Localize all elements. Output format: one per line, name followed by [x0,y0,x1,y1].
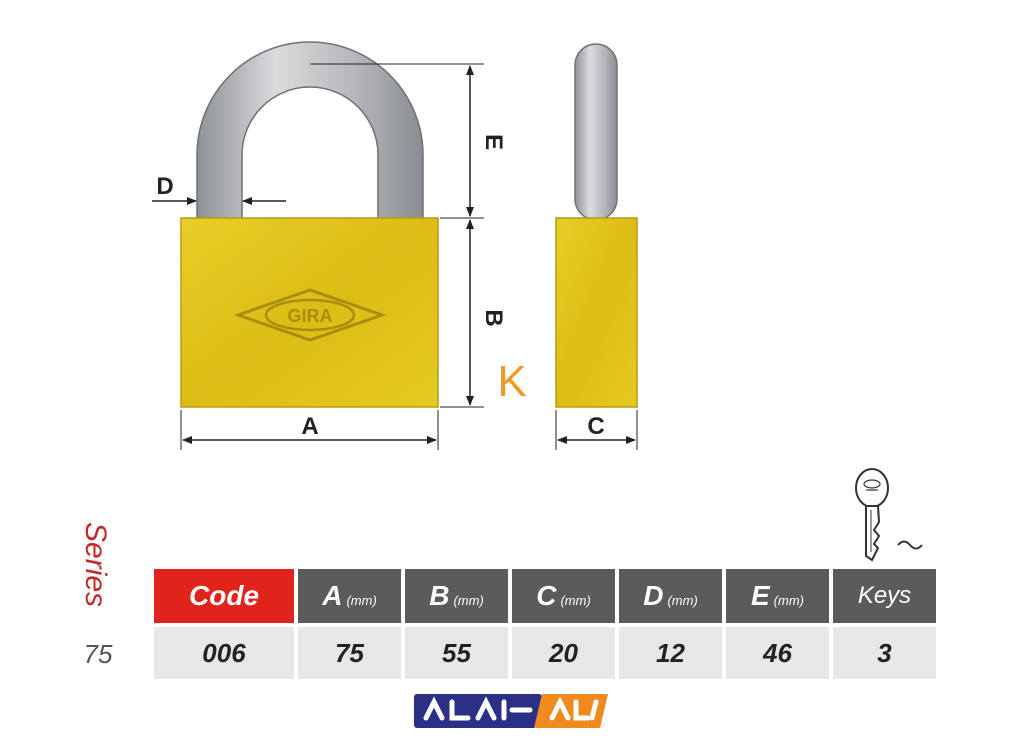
series-label: Series [79,522,112,608]
header-d: D(mm) [619,569,722,623]
cell-code: 006 [154,627,294,679]
header-keys: Keys [833,569,936,623]
header-d-label: D [643,580,664,611]
spec-row: 006 75 55 20 12 46 3 [154,627,936,679]
header-b-label: B [429,580,450,611]
gira-logo: GIRA [233,288,387,342]
label-e: E [480,134,507,150]
series-value: 75 [83,638,113,669]
header-d-unit: (mm) [667,593,698,608]
dimension-c: C [555,410,638,450]
header-b: B(mm) [405,569,508,623]
label-a: A [301,413,318,440]
header-c-unit: (mm) [560,593,591,608]
cell-d: 12 [619,627,722,679]
side-body [555,217,638,408]
spec-table: Code A(mm) B(mm) C(mm) D(mm) E(mm) Keys … [150,565,940,683]
cell-keys: 3 [833,627,936,679]
label-d: D [156,173,173,200]
front-body [180,217,439,408]
cell-e: 46 [726,627,829,679]
label-b: B [480,309,507,326]
dimension-b: B [440,219,507,408]
side-shackle [574,43,618,221]
header-a-label: A [322,580,343,611]
dimension-e: E [310,63,507,219]
header-e-label: E [750,580,770,611]
cell-b: 55 [405,627,508,679]
header-code-label: Code [189,580,259,611]
header-keys-label: Keys [857,582,912,609]
header-b-unit: (mm) [453,593,484,608]
header-c: C(mm) [512,569,615,623]
label-c: C [587,413,604,440]
header-a: A(mm) [298,569,401,623]
cell-a: 75 [298,627,401,679]
front-shackle [196,41,424,221]
header-code: Code [154,569,294,623]
dimension-a: A [180,410,439,450]
watermark-logo [414,694,608,728]
header-e-unit: (mm) [773,593,804,608]
key-icon [855,468,923,562]
spec-header-row: Code A(mm) B(mm) C(mm) D(mm) E(mm) Keys [154,569,936,623]
brand-mark: K [497,357,526,406]
dimension-d: D [152,173,286,205]
gira-text: GIRA [288,306,333,326]
header-c-label: C [536,580,557,611]
header-a-unit: (mm) [346,593,377,608]
cell-c: 20 [512,627,615,679]
header-e: E(mm) [726,569,829,623]
